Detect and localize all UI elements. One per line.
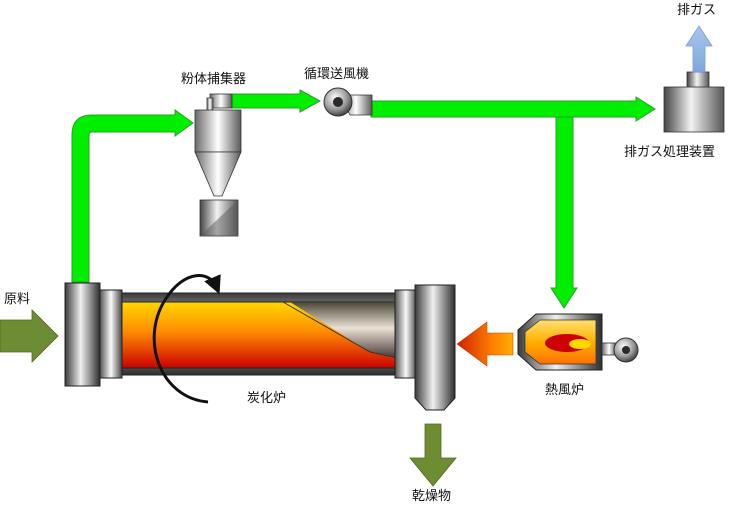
exhaust-gas-arrow bbox=[685, 25, 713, 73]
pipe-furnace-to-collector bbox=[71, 109, 194, 283]
powder-collector-label: 粉体捕集器 bbox=[181, 71, 246, 87]
raw-material-arrow bbox=[0, 309, 59, 363]
pipe-branch-to-heater bbox=[550, 116, 578, 309]
dried-product-arrow bbox=[409, 423, 457, 487]
exhaust-treatment-unit bbox=[663, 71, 725, 133]
circulation-fan bbox=[323, 87, 373, 117]
kiln-left-collar bbox=[99, 289, 123, 379]
collector-hopper-shade bbox=[200, 200, 238, 236]
collector-body bbox=[194, 109, 242, 153]
exhaust-unit-body bbox=[663, 86, 725, 133]
fan-hub bbox=[333, 97, 343, 107]
raw-material-label: 原料 bbox=[4, 292, 30, 307]
circulation-fan-label: 循環送風機 bbox=[304, 67, 369, 82]
carbonization-furnace-label: 炭化炉 bbox=[247, 391, 286, 406]
kiln-discharge-hood bbox=[414, 284, 456, 411]
kiln-left-flange bbox=[64, 282, 101, 387]
collector-cone bbox=[194, 151, 242, 197]
exhaust-gas-label: 排ガス bbox=[677, 3, 716, 18]
dried-product-label: 乾燥物 bbox=[412, 489, 451, 504]
kiln-material-bed bbox=[122, 302, 407, 360]
pipe-fan-to-exhaust bbox=[370, 96, 656, 122]
hot-air-furnace-label: 熱風炉 bbox=[545, 383, 584, 398]
kiln-right-collar bbox=[394, 289, 418, 379]
heater-fan-hub bbox=[622, 346, 630, 354]
hot-air-furnace bbox=[517, 313, 639, 371]
exhaust-treatment-label: 排ガス処理装置 bbox=[624, 145, 715, 160]
hot-air-arrow bbox=[456, 321, 514, 367]
gas-piping bbox=[71, 89, 656, 309]
pipe-collector-to-fan bbox=[231, 89, 322, 113]
carbonization-furnace bbox=[64, 274, 456, 411]
powder-collector bbox=[194, 93, 242, 237]
circular-arrow-icon bbox=[152, 274, 221, 404]
exhaust-stack bbox=[686, 71, 710, 89]
flame-yellow bbox=[569, 339, 591, 349]
